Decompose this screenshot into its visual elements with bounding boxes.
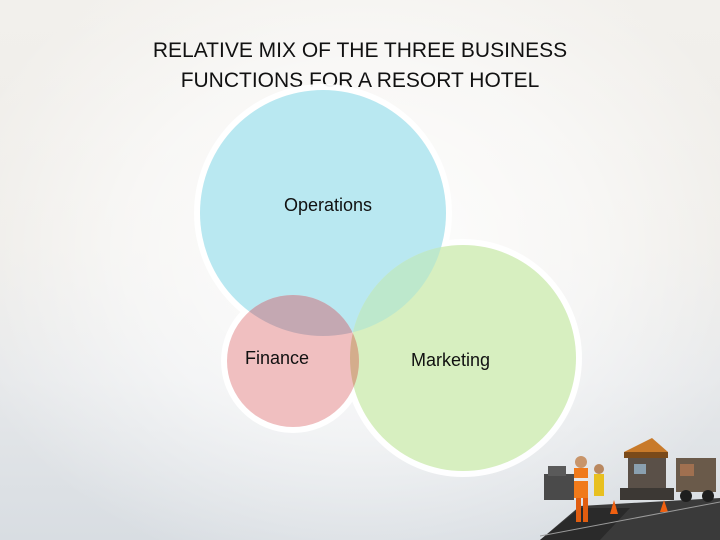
finance-label: Finance bbox=[245, 348, 310, 368]
operations-marketing-overlap bbox=[350, 245, 446, 336]
operations-label: Operations bbox=[284, 195, 373, 215]
marketing-label: Marketing bbox=[411, 350, 491, 370]
road-paving-crew-illustration bbox=[540, 438, 720, 540]
operations-circle bbox=[200, 90, 446, 336]
slide-title: RELATIVE MIX OF THE THREE BUSINESS FUNCT… bbox=[152, 39, 568, 92]
